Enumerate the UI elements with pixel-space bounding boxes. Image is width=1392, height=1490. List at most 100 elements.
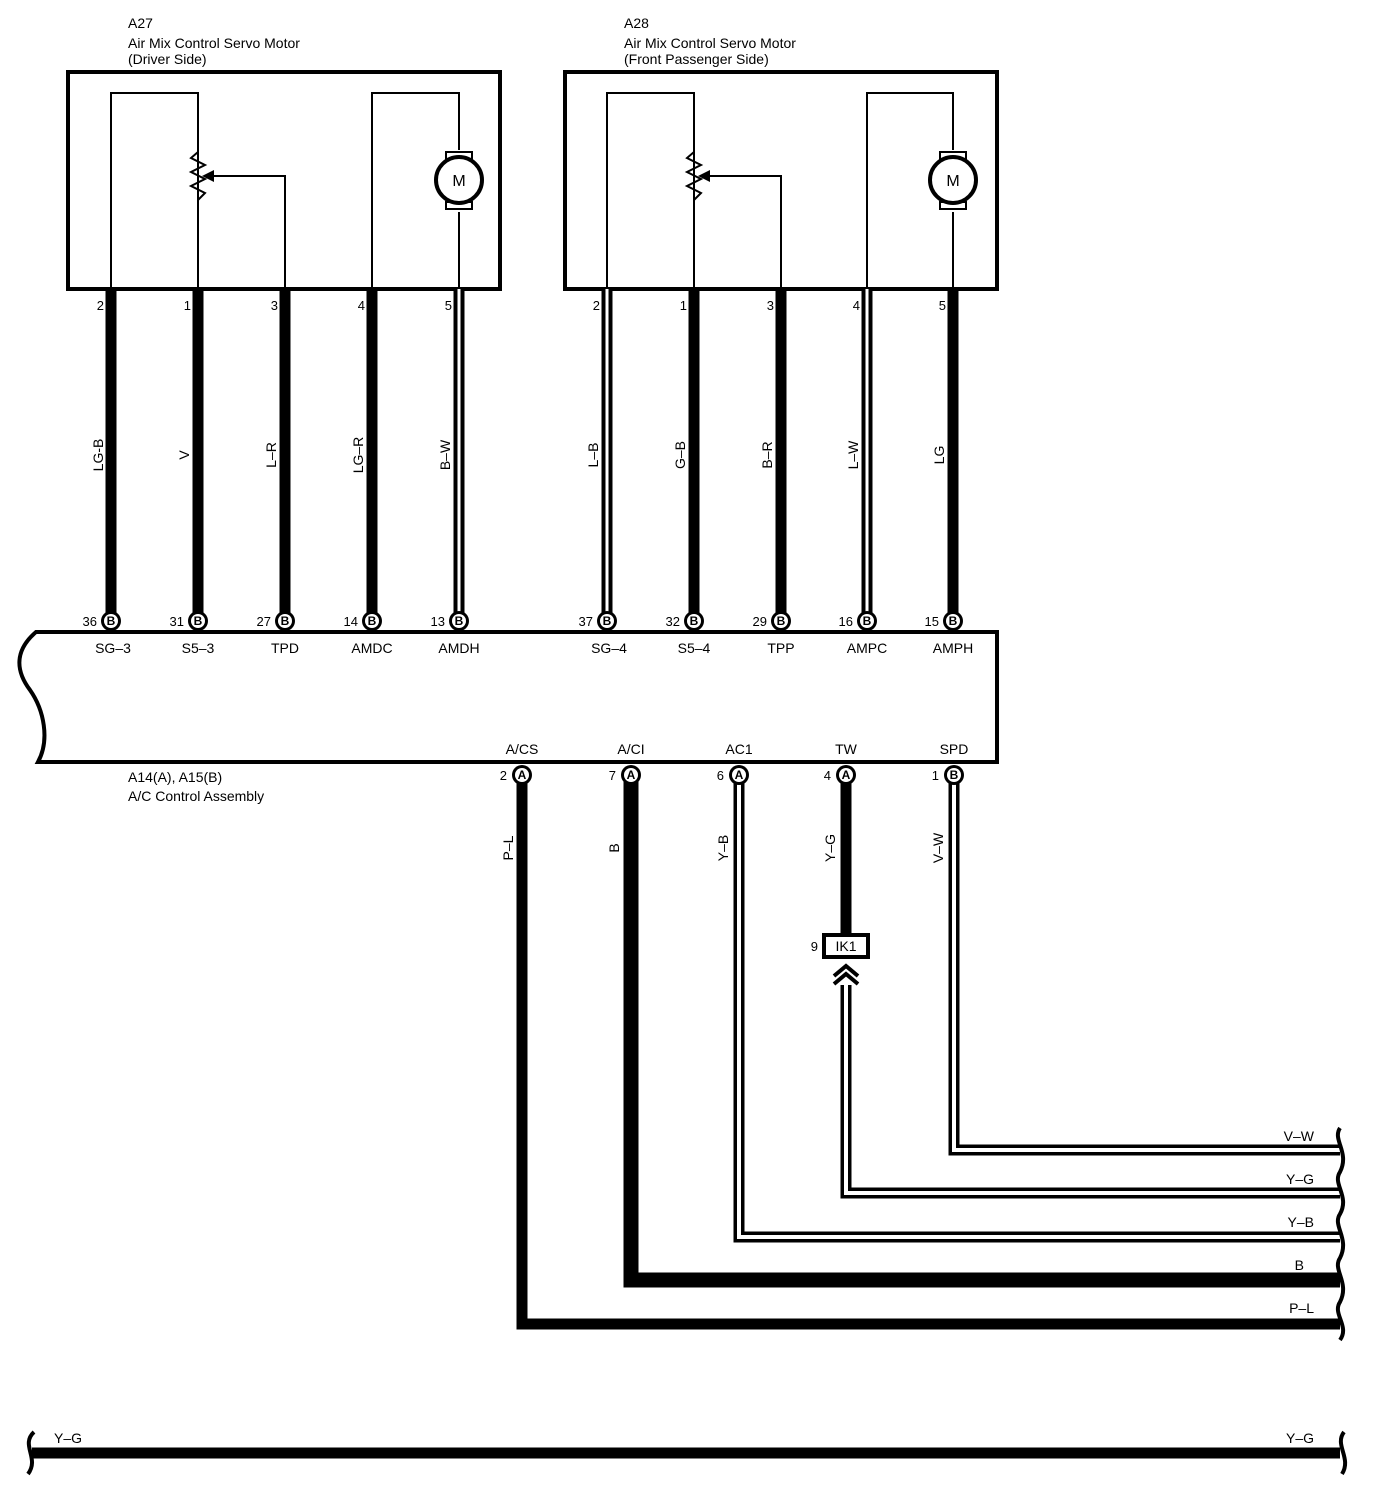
a28-pin-5: 5 [939,298,946,313]
wire-color-a28-4: L–W [845,440,861,470]
terminal-name: SG–4 [591,640,627,656]
assembly-name: A/C Control Assembly [128,788,264,804]
terminal-name: SG–3 [95,640,131,656]
conn-badge: B [603,614,612,628]
wire-color-y-b: Y–B [715,835,731,861]
a27-motor-icon [434,155,484,205]
terminal-name: AC1 [725,741,752,757]
terminal-name: SPD [940,741,969,757]
lower-wire-left-label: Y–G [54,1430,82,1446]
wire-color-y-g: Y–G [822,834,838,862]
ecu-pin: 16 [839,614,853,629]
end-label-y-g: Y–G [1286,1171,1314,1187]
end-label-v-w: V–W [1284,1128,1315,1144]
wire-color-a27-3: L–R [263,442,279,468]
conn-badge: B [368,614,377,628]
conn-badge: B [690,614,699,628]
ecu-pin: 6 [717,768,724,783]
wire-color-a28-5: LG [931,446,947,465]
a27-name: Air Mix Control Servo Motor [128,35,300,51]
a27-id: A27 [128,15,153,31]
terminal-name: TW [835,741,858,757]
a28-name: Air Mix Control Servo Motor [624,35,796,51]
break-mark-icon [26,1430,36,1476]
wire-color-a27-4: LG–R [350,437,366,474]
conn-badge: A [842,768,851,782]
end-label-p-l: P–L [1289,1300,1314,1316]
a28-motor-label: M [946,173,959,190]
a27-pin-2: 1 [184,298,191,313]
a28-wiper-arrow-icon [698,170,710,182]
wire-color-p-l: P–L [500,835,516,860]
ac-control-assembly-body [17,630,999,764]
terminal-name: AMDC [351,640,392,656]
end-label-b: B [1295,1257,1304,1273]
a27-wiper-arrow-icon [202,170,214,182]
terminal-name: A/CI [617,741,644,757]
ecu-pin: 37 [579,614,593,629]
a28-wiper [708,175,782,289]
terminal-name: AMPC [847,640,887,656]
terminal-name: S5–3 [182,640,215,656]
wire-color-b: B [606,843,622,852]
bottom-connector-badges [512,765,964,785]
ecu-pin: 29 [753,614,767,629]
wire-color-a28-1: L–B [585,443,601,468]
conn-badge: B [950,768,959,782]
a28-pin-4: 4 [853,298,860,313]
conn-badge: B [777,614,786,628]
a27-pin-4: 4 [358,298,365,313]
conn-badge: B [863,614,872,628]
terminal-name: AMPH [933,640,973,656]
terminal-name: S5–4 [678,640,711,656]
a28-pin-3: 3 [767,298,774,313]
ecu-pin: 14 [344,614,358,629]
ecu-pin: 1 [932,768,939,783]
ik1-label: IK1 [835,938,856,954]
wire-color-a27-5: B–W [437,439,453,470]
wire-y-g-lower [840,985,1340,1199]
terminal-name: A/CS [506,741,539,757]
conn-badge: B [455,614,464,628]
lower-wire-right-label: Y–G [1286,1430,1314,1446]
a27-pin-1: 2 [97,298,104,313]
ecu-pin: 7 [609,768,616,783]
ecu-pin: 4 [824,768,831,783]
terminal-name: TPP [767,640,794,656]
wire-b [623,775,1340,1288]
ecu-pin: 27 [257,614,271,629]
a27-motor-circuit [371,92,460,289]
end-label-y-b: Y–B [1288,1214,1314,1230]
a27-motor-label: M [452,173,465,190]
ecu-pin: 31 [170,614,184,629]
wire-color-a27-1: LG-B [90,439,106,472]
ecu-pin: 13 [431,614,445,629]
a28-motor-icon [928,155,978,205]
break-mark-icon [1338,1430,1348,1476]
a27-wiper [212,175,286,289]
ik1-connector [822,933,870,959]
a28-pot-circuit [606,92,695,289]
a28-id: A28 [624,15,649,31]
a27-pin-5: 5 [445,298,452,313]
a28-pin-1: 2 [593,298,600,313]
a28-side: (Front Passenger Side) [624,51,769,67]
a27-resistor-icon [188,151,208,201]
a28-motor-circuit [866,92,954,289]
conn-badge: A [518,768,527,782]
wire-color-a28-2: G–B [672,441,688,469]
terminal-name: AMDH [438,640,479,656]
wire-color-a27-2: V [176,450,192,460]
ik1-pin: 9 [811,939,818,954]
wire-v-w [948,775,1340,1156]
ecu-pin: 15 [925,614,939,629]
a27-side: (Driver Side) [128,51,207,67]
ik1-chevron-icon [832,963,860,978]
assembly-connectors: A14(A), A15(B) [128,769,222,785]
wire-color-a28-3: B–R [759,441,775,468]
terminal-name: TPD [271,640,299,656]
ecu-pin: 36 [83,614,97,629]
conn-badge: B [194,614,203,628]
conn-badge: B [107,614,116,628]
